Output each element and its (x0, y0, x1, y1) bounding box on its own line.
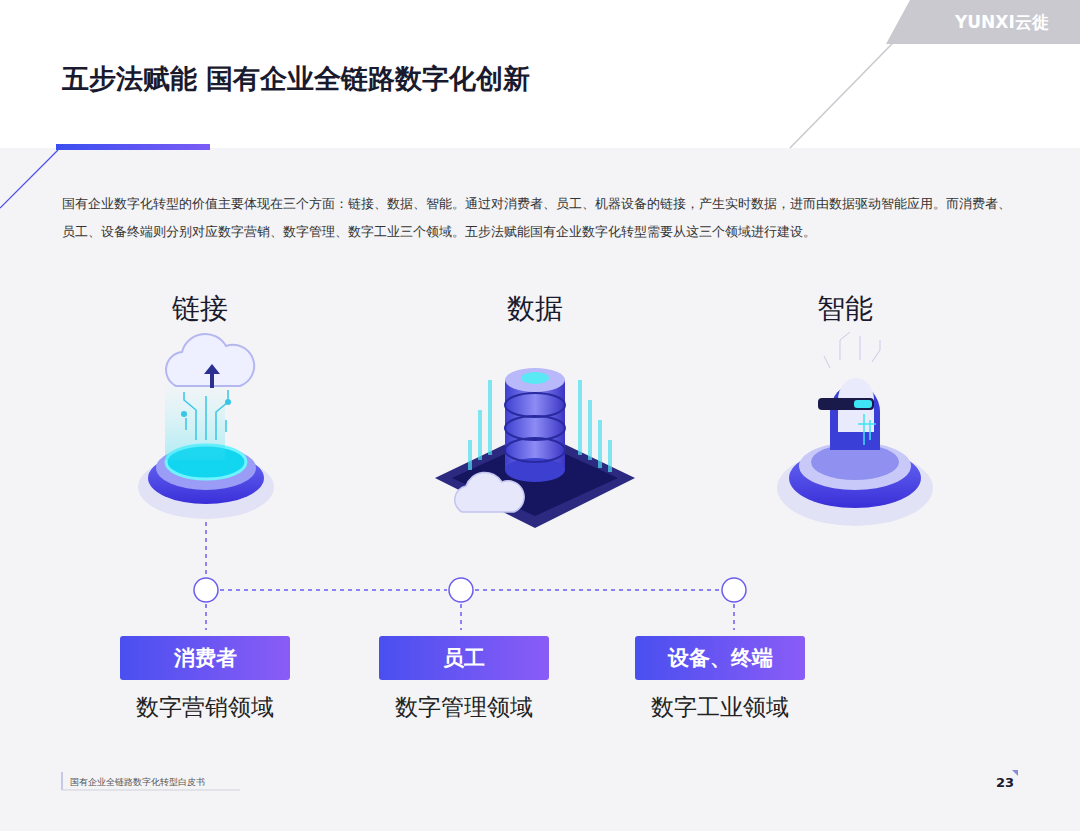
footer-text: 国有企业全链路数字化转型白皮书 (70, 776, 330, 789)
domain-label: 数字营销领域 (120, 692, 290, 723)
pill-box: 设备、终端 (635, 636, 805, 680)
intro-paragraph: 国有企业数字化转型的价值主要体现在三个方面：链接、数据、智能。通过对消费者、员工… (62, 190, 1017, 246)
domain-node: 设备、终端数字工业领域 (635, 636, 805, 723)
pill-box: 消费者 (120, 636, 290, 680)
dotted-connector (206, 522, 734, 630)
page-number: 23 (985, 775, 1025, 790)
domain-node: 员工数字管理领域 (379, 636, 549, 723)
column-heading: 数据 (435, 290, 635, 328)
ai-illustration (777, 332, 933, 526)
link-illustration (138, 334, 274, 519)
column-heading: 智能 (745, 290, 945, 328)
deco-line (790, 0, 935, 148)
header-ground (0, 0, 1080, 148)
domain-label: 数字工业领域 (635, 692, 805, 723)
pill-box: 员工 (379, 636, 549, 680)
logo-text: YUNXI云徙 (955, 11, 1065, 34)
marker-circle (194, 578, 746, 602)
deco-line (0, 150, 58, 208)
title-bar (56, 144, 210, 150)
domain-node: 消费者数字营销领域 (120, 636, 290, 723)
domain-label: 数字管理领域 (379, 692, 549, 723)
page-title: 五步法赋能 国有企业全链路数字化创新 (62, 60, 582, 98)
logo-band (886, 0, 1080, 44)
data-illustration (435, 368, 635, 528)
column-heading: 链接 (100, 290, 300, 328)
footer-rule (62, 790, 240, 791)
footer-tick (62, 772, 63, 790)
